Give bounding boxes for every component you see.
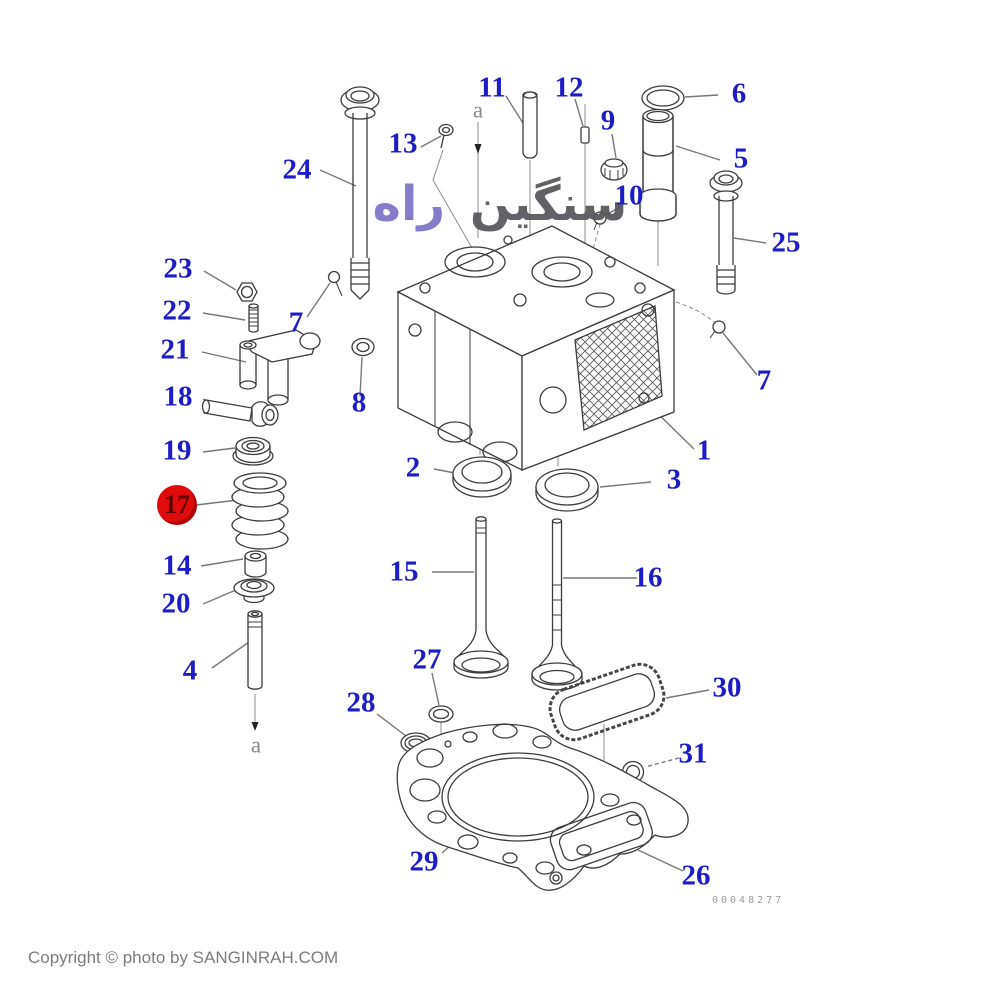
part-spring-17 [231, 472, 289, 550]
marker-a-bottom: a [250, 732, 262, 758]
watermark-word-rah: راه [372, 176, 446, 232]
part-pin-11 [522, 91, 538, 159]
part-clamp-18 [201, 399, 279, 427]
callout-2: 2 [405, 451, 421, 484]
part-plug-9 [600, 158, 628, 181]
copyright-text: Copyright © photo by SANGINRAH.COM [28, 948, 339, 967]
part-oring-6 [641, 85, 685, 111]
marker-a-top: a [472, 97, 484, 123]
watermark-word-sanguin: سنگین [469, 176, 628, 232]
part-screw-7-left [327, 270, 343, 297]
callout-8: 8 [351, 386, 367, 419]
callout-29: 29 [409, 845, 439, 878]
part-rod-12 [580, 126, 590, 144]
drawing-number: 00048277 [712, 895, 785, 906]
callout-11: 11 [478, 71, 506, 104]
callout-15: 15 [389, 555, 419, 588]
callout-7-left: 7 [288, 306, 304, 339]
callout-16: 16 [633, 561, 663, 594]
callout-12: 12 [554, 71, 584, 104]
part-valve-seat-2 [452, 456, 512, 498]
part-cylinder-head [396, 225, 676, 472]
callout-3: 3 [666, 463, 682, 496]
callout-6: 6 [731, 77, 747, 110]
callout-9: 9 [600, 104, 616, 137]
callout-28: 28 [346, 686, 376, 719]
part-washer-8 [351, 337, 375, 357]
part-seal-19 [232, 436, 274, 466]
callout-17-highlighted: 17 [157, 485, 197, 525]
part-valve-15 [453, 516, 509, 679]
part-gasket-30 [548, 662, 666, 742]
part-valve-16 [531, 518, 583, 691]
part-stud-10 [593, 211, 607, 231]
part-guide-4 [247, 610, 263, 690]
part-screw-7-right [709, 320, 726, 339]
callout-27: 27 [412, 643, 442, 676]
part-ring-27 [428, 705, 454, 723]
part-holder-21 [239, 329, 321, 406]
callout-10: 10 [614, 179, 644, 212]
callout-24: 24 [282, 153, 312, 186]
leader-lines [195, 94, 767, 872]
callout-14: 14 [162, 549, 192, 582]
part-head-gasket-26 [396, 723, 689, 891]
callout-4: 4 [182, 654, 198, 687]
callout-1: 1 [696, 434, 712, 467]
part-bolt-13 [438, 123, 454, 149]
part-nut-23 [236, 282, 258, 302]
callout-22: 22 [162, 294, 192, 327]
callout-30: 30 [712, 671, 742, 704]
part-tube-5 [639, 108, 677, 222]
callout-19: 19 [162, 434, 192, 467]
callout-20: 20 [161, 587, 191, 620]
callout-5: 5 [733, 142, 749, 175]
site-watermark: سنگین راه [373, 180, 629, 228]
callout-13: 13 [388, 127, 418, 160]
callout-21: 21 [160, 333, 190, 366]
callout-7-right: 7 [756, 364, 772, 397]
part-seat-20 [233, 578, 275, 604]
callout-26: 26 [681, 859, 711, 892]
part-bolt-24 [340, 86, 380, 300]
callout-23: 23 [163, 252, 193, 285]
part-stud-22 [248, 303, 259, 333]
callout-18: 18 [163, 380, 193, 413]
callout-31: 31 [678, 737, 708, 770]
part-retainer-14 [244, 550, 267, 578]
part-bolt-25 [709, 170, 743, 295]
part-valve-seat-3 [535, 468, 599, 512]
callout-25: 25 [771, 226, 801, 259]
